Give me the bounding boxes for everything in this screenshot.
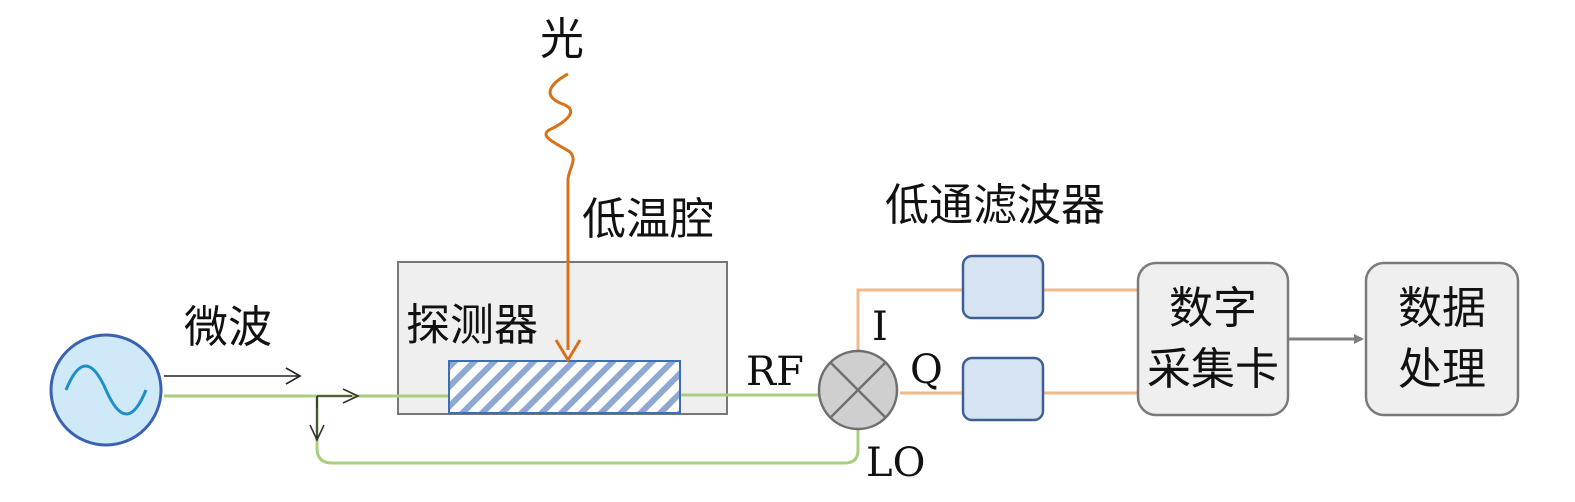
light-path-wavy bbox=[544, 72, 575, 350]
lowpass-filter-q bbox=[961, 356, 1045, 422]
splitter-arrow-down bbox=[309, 396, 325, 442]
rf-port-label: RF bbox=[746, 349, 804, 395]
splitter-arrow-right bbox=[316, 388, 360, 408]
lowpass-filter-label: 低通滤波器 bbox=[885, 180, 1105, 231]
lowpass-filter-i bbox=[961, 254, 1045, 320]
daq-card-label-line1: 数字 bbox=[1169, 283, 1257, 334]
sine-wave-source-icon bbox=[49, 333, 163, 447]
q-port-label: Q bbox=[910, 347, 943, 393]
cryostat-label: 低温腔 bbox=[582, 194, 714, 245]
light-arrow-head bbox=[554, 339, 582, 363]
detector-label: 探测器 bbox=[406, 300, 538, 351]
detector-element bbox=[448, 360, 681, 414]
processing-label-line1: 数据 bbox=[1398, 283, 1486, 334]
i-channel-line bbox=[856, 288, 963, 350]
light-label: 光 bbox=[540, 14, 584, 65]
microwave-direction-arrow bbox=[164, 367, 302, 385]
i-port-label: I bbox=[872, 304, 888, 350]
microwave-label: 微波 bbox=[184, 302, 272, 353]
processing-box bbox=[1364, 261, 1520, 417]
processing-label-line2: 处理 bbox=[1398, 344, 1486, 395]
iq-mixer-cross-icon bbox=[817, 349, 899, 431]
lo-reference-line bbox=[315, 396, 860, 465]
lo-port-label: LO bbox=[866, 440, 925, 486]
daq-card-label-line2: 采集卡 bbox=[1147, 344, 1279, 395]
